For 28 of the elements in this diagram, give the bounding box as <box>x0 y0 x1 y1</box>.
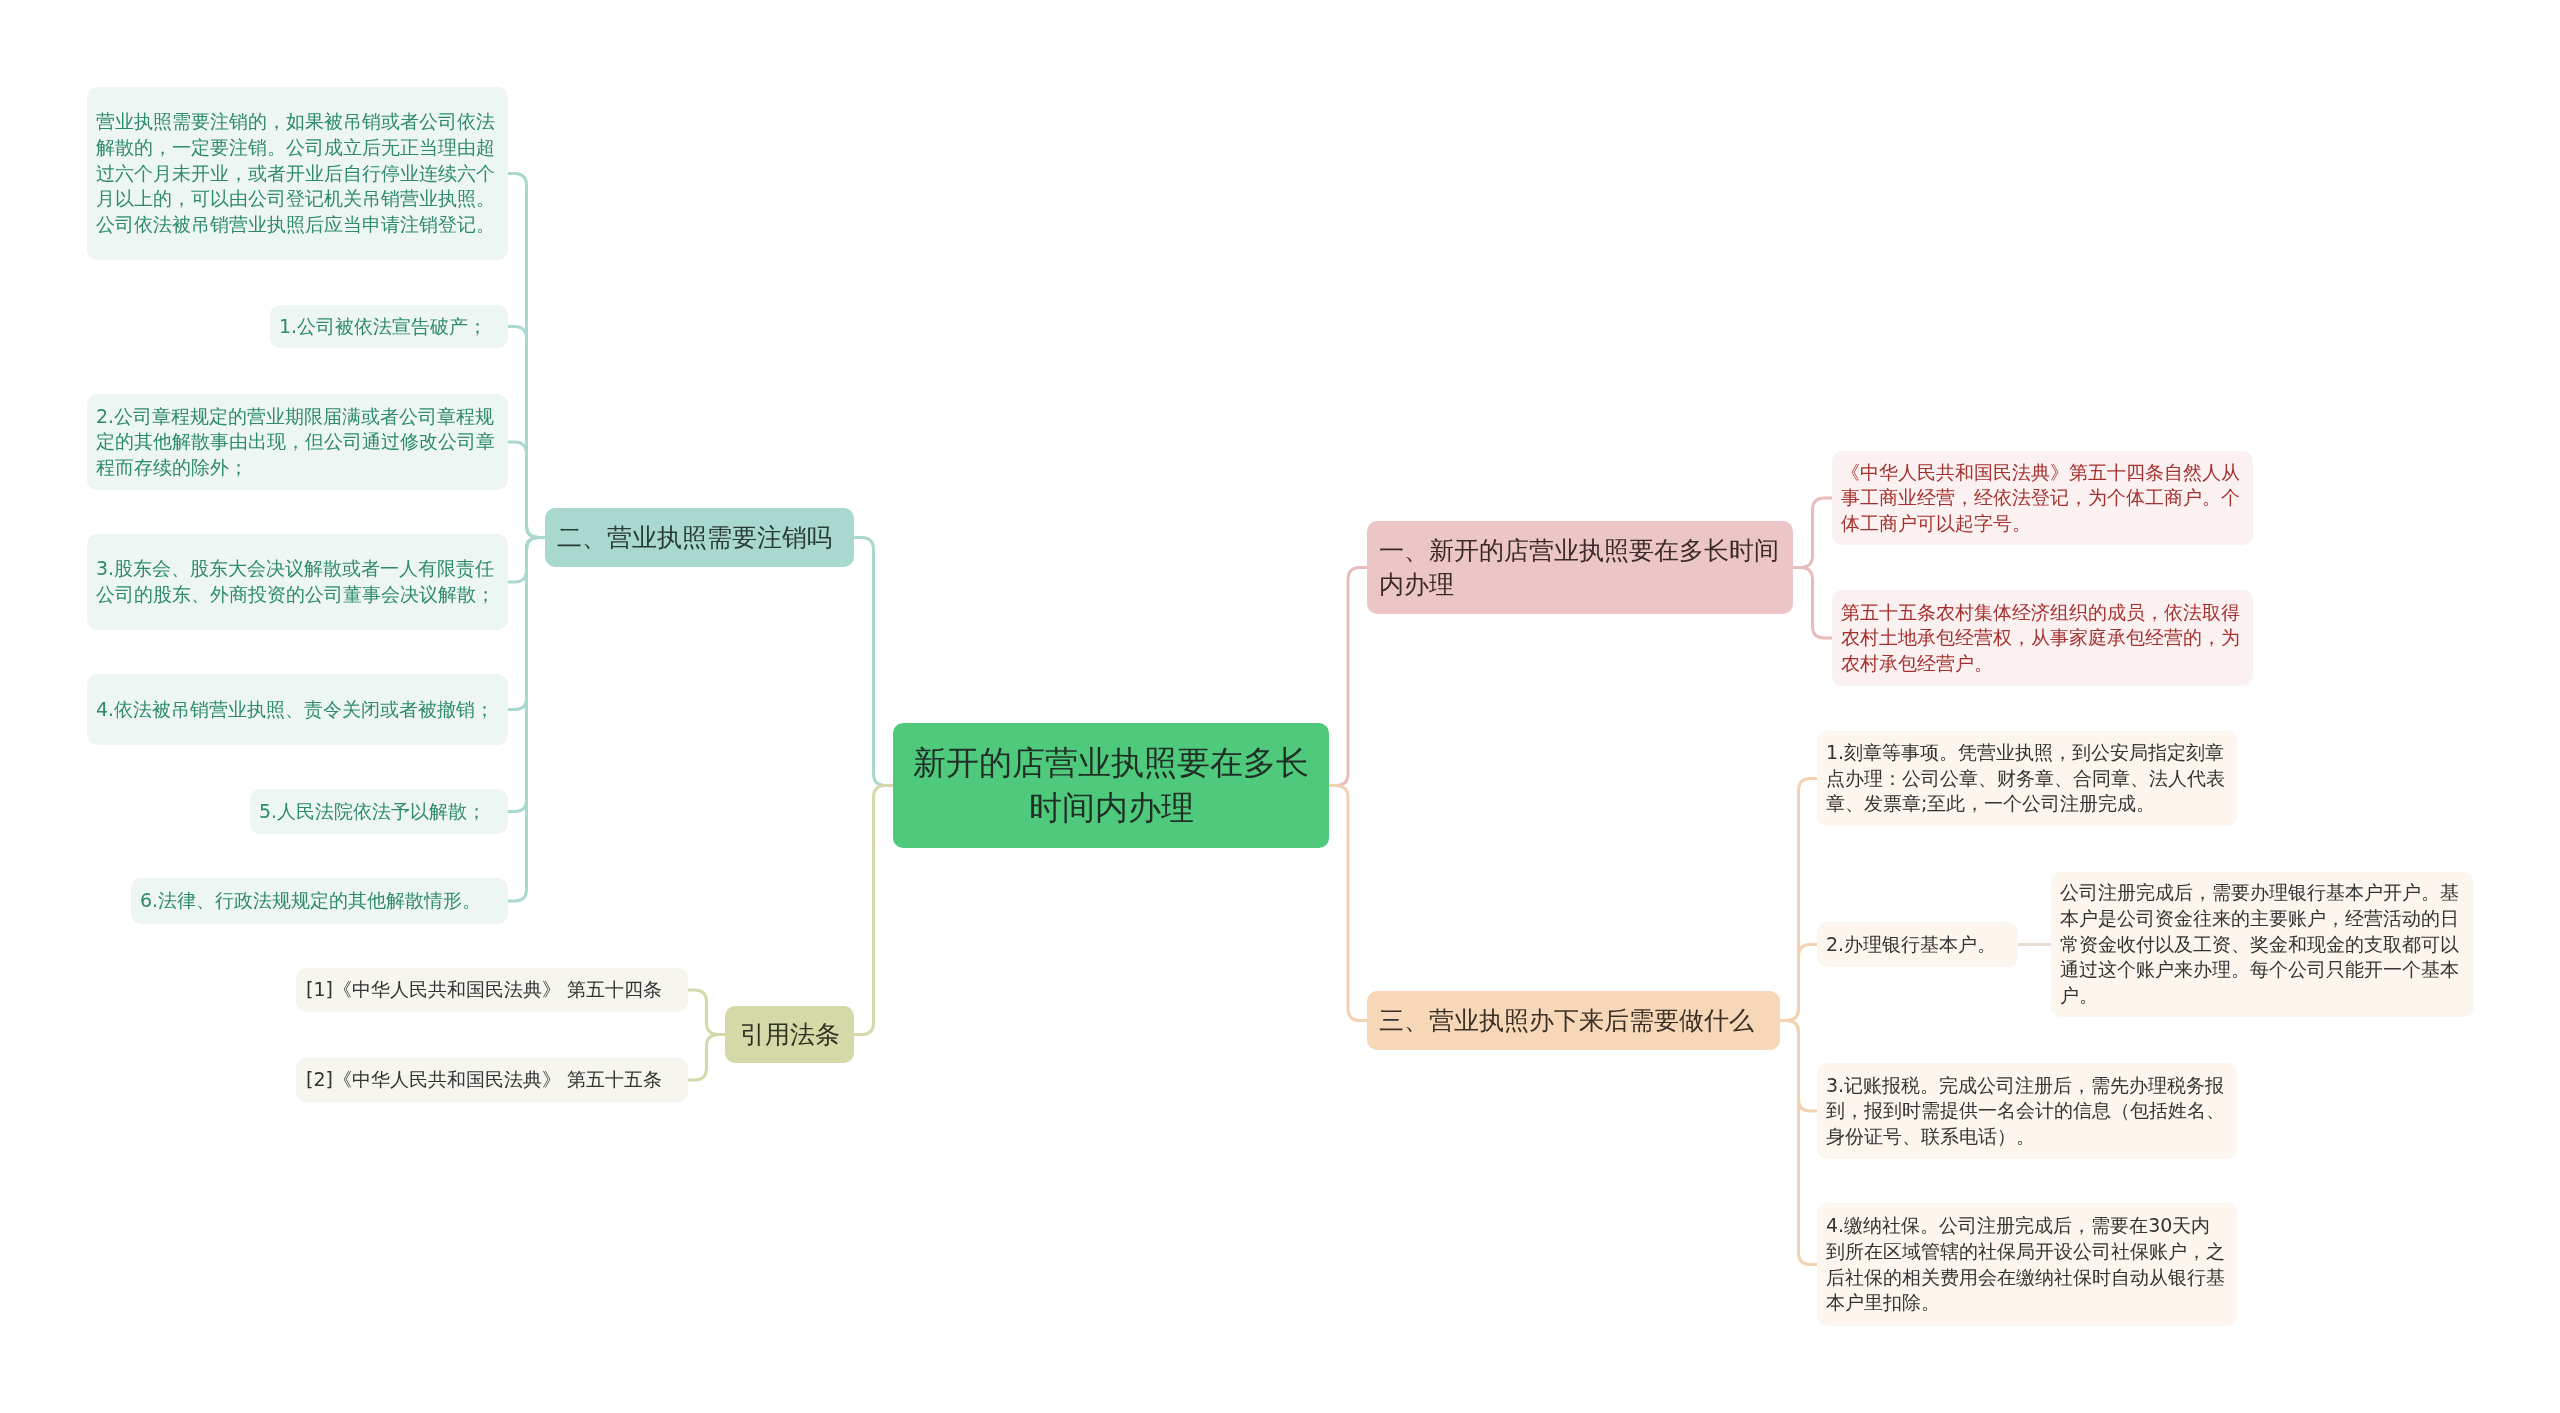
text-card: 4.依法被吊销营业执照、责令关闭或者被撤销； <box>87 674 508 745</box>
text-card: 《中华人民共和国民法典》第五十四条自然人从事工商业经营，经依法登记，为个体工商户。个体工商户可以起字号。 <box>1832 451 2253 545</box>
topic-box: 引用法条 <box>725 1006 854 1063</box>
text-card: 2.办理银行基本户。 <box>1817 922 2018 967</box>
text-card: 1.刻章等事项。凭营业执照，到公安局指定刻章点办理：公司公章、财务章、合同章、法人代表章、发票章;至此，一个公司注册完成。 <box>1817 731 2237 826</box>
connector-line <box>1793 566 1832 640</box>
text-card: [1]《中华人民共和国民法典》 第五十四条 <box>296 968 688 1012</box>
connector-line <box>2018 943 2051 946</box>
text-card: 第五十五条农村集体经济组织的成员，依法取得农村土地承包经营权，从事家庭承包经营的，为农村承包经营户。 <box>1832 590 2253 686</box>
text-card: 4.缴纳社保。公司注册完成后，需要在30天内到所在区域管辖的社保局开设公司社保账户，之后社保的相关费用会在缴纳社保时自动从银行基本户里扣除。 <box>1817 1203 2237 1326</box>
topic-box: 一、新开的店营业执照要在多长时间内办理 <box>1367 521 1793 614</box>
text-card: [2]《中华人民共和国民法典》 第五十五条 <box>296 1058 688 1102</box>
text-card: 3.记账报税。完成公司注册后，需先办理税务报到，报到时需提供一名会计的信息（包括姓名、身份证号、联系电话）。 <box>1817 1063 2237 1159</box>
connector-line <box>854 784 893 1036</box>
central-topic-box: 新开的店营业执照要在多长时间内办理 <box>893 723 1329 848</box>
text-card: 1.公司被依法宣告破产； <box>270 305 508 348</box>
text-card: 6.法律、行政法规规定的其他解散情形。 <box>131 878 508 924</box>
topic-box: 三、营业执照办下来后需要做什么 <box>1367 991 1780 1050</box>
text-card: 公司注册完成后，需要办理银行基本户开户。基本户是公司资金往来的主要账户，经营活动的日常资金收付以及工资、奖金和现金的支取都可以通过这个账户来办理。每个公司只能开一个基本户。 <box>2051 872 2474 1017</box>
text-card: 2.公司章程规定的营业期限届满或者公司章程规定的其他解散事由出现，但公司通过修改公司章程而存续的除外； <box>87 394 508 490</box>
connector-line <box>688 1033 725 1082</box>
topic-box: 二、营业执照需要注销吗 <box>545 508 854 567</box>
text-card: 营业执照需要注销的，如果被吊销或者公司依法解散的，一定要注销。公司成立后无正当理由超过六个月未开业，或者开业后自行停业连续六个月以上的，可以由公司登记机关吊销营业执照。公司依法被吊销营业执照后应当申请注销登记。 <box>87 87 508 260</box>
connector-line <box>1780 1019 1817 1266</box>
connector-line <box>1329 784 1367 1022</box>
text-card: 3.股东会、股东大会决议解散或者一人有限责任公司的股东、外商投资的公司董事会决议解散； <box>87 534 508 630</box>
connector-line <box>508 536 545 903</box>
text-card: 5.人民法院依法予以解散； <box>250 789 508 834</box>
